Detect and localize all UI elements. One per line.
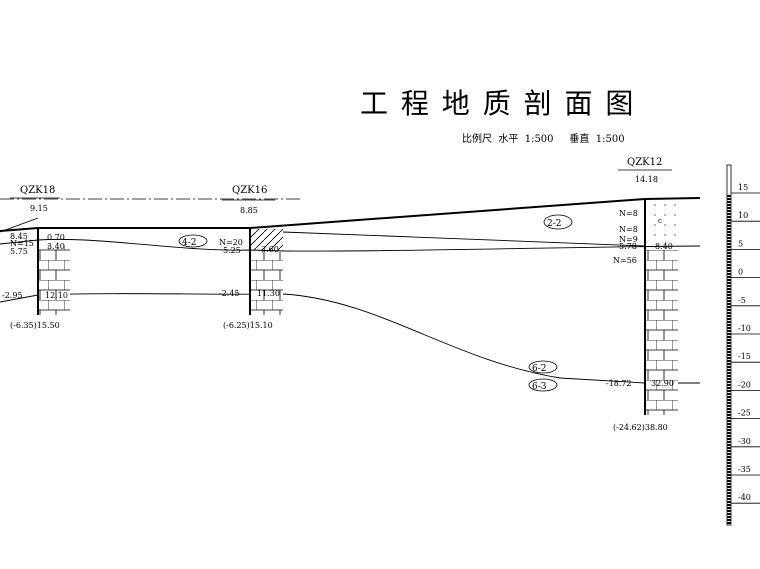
n-value: N=20 [219, 238, 243, 247]
scale-tick-label: -35 [738, 465, 751, 474]
borehole-bottom: (-24.62)38.80 [613, 423, 668, 432]
scale-text: 比例尺 水平 1:500 垂直 1:500 [462, 132, 625, 145]
drawing-title: 工 程 地 质 剖 面 图 [360, 87, 635, 120]
borehole-name: QZK12 [627, 157, 662, 168]
borehole-qzk16[interactable]: QZK16 8.85 N=20 5.25 -2.45 3.60 11.30 (-… [219, 185, 283, 330]
layer-label-2-2: 2-2 [543, 214, 573, 230]
layer-boundary [0, 217, 39, 233]
elevation-label: 5.75 [10, 247, 28, 256]
layer-label-6-3: 6-3 [528, 378, 558, 392]
scale-tick-label: 5 [738, 239, 743, 248]
scale-tick-label: -25 [738, 409, 751, 418]
n-value: N=8 [619, 225, 638, 234]
scale-tick-label: 0 [738, 268, 743, 277]
svg-text:4-2: 4-2 [182, 238, 197, 248]
elevation-label: 8.45 [10, 232, 28, 241]
depth-label: 3.60 [261, 245, 279, 254]
scale-tick-label: 15 [738, 183, 748, 192]
scale-tick-label: 10 [738, 211, 748, 220]
depth-label: 11.30 [257, 289, 280, 298]
scale-tick-label: -10 [738, 324, 751, 333]
elevation-label: -2.95 [2, 291, 23, 300]
svg-text:6-2: 6-2 [532, 364, 547, 374]
scale-tick-label: -30 [738, 437, 751, 446]
svg-text:2-2: 2-2 [547, 219, 562, 229]
borehole-elevation: 9.15 [30, 204, 48, 213]
elevation-label: -2.45 [219, 289, 240, 298]
scale-tick-label: -5 [738, 296, 746, 305]
depth-label: 0.70 [47, 233, 65, 242]
scale-tick-label: -15 [738, 352, 751, 361]
borehole-bottom: (-6.35)15.50 [10, 321, 60, 330]
svg-text:6-3: 6-3 [532, 382, 547, 392]
depth-label: 3.40 [47, 242, 65, 251]
depth-label: 12.10 [45, 291, 68, 300]
scale-tick-label: -20 [738, 380, 751, 389]
n-value: N=56 [613, 256, 637, 265]
layer-label-4-2: 4-2 [178, 234, 208, 248]
borehole-elevation: 8.85 [240, 206, 258, 215]
elevation-label: 5.78 [619, 242, 637, 251]
elevation-scale: 15 10 5 0 -5 -10 -15 -20 -25 -30 -35 -40 [726, 164, 760, 526]
n-value: N=9 [619, 235, 638, 244]
layer-boundary [282, 231, 646, 247]
n-value: N=8 [619, 209, 638, 218]
borehole-name: QZK16 [232, 185, 267, 196]
depth-label: 8.40 [655, 242, 673, 251]
layer-boundary [0, 293, 700, 384]
borehole-name: QZK18 [20, 185, 55, 196]
borehole-qzk18[interactable]: QZK18 9.15 0.70 3.40 12.10 8.45 N=15 5.7… [2, 185, 70, 330]
borehole-bottom: (-6.25)15.10 [223, 321, 273, 330]
ground-surface [0, 197, 701, 232]
n-value: N=15 [10, 239, 34, 248]
borehole-qzk12[interactable]: QZK12 14.18 c N=8 N=8 N=9 5.78 N=56 -18.… [606, 157, 678, 432]
layer-boundary [0, 238, 701, 252]
borehole-elevation: 14.18 [635, 175, 658, 184]
scale-tick-label: -40 [738, 493, 751, 502]
depth-label: 32.90 [651, 379, 674, 388]
elevation-label: -18.72 [606, 379, 632, 388]
soil-symbol: c [658, 217, 662, 225]
layer-label-6-2: 6-2 [528, 360, 558, 374]
elevation-label: 5.25 [223, 246, 241, 255]
